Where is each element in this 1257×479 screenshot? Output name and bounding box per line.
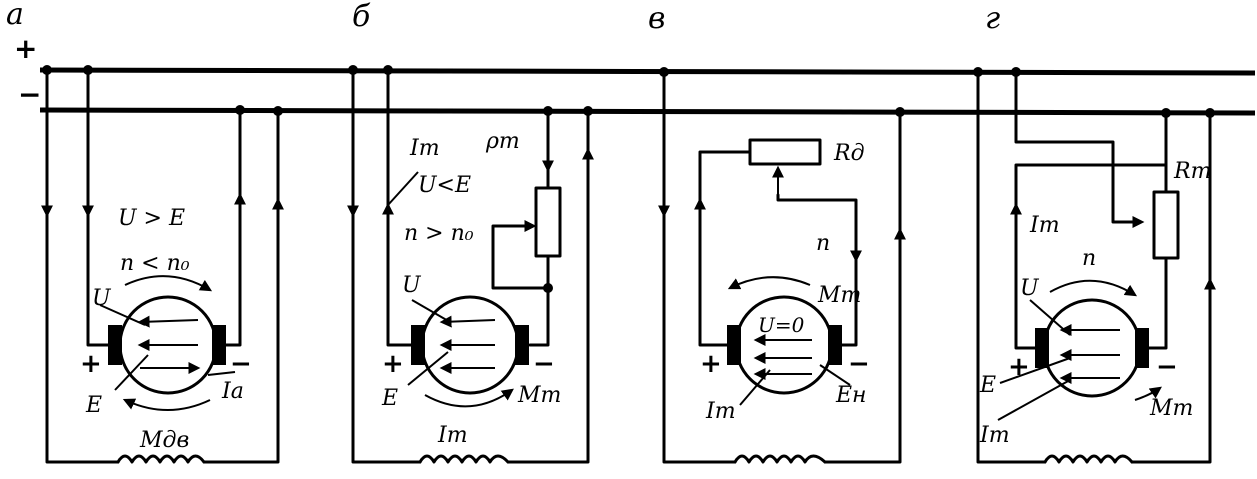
field-winding-v [733,454,827,464]
panel-label-g: г [985,1,1000,36]
minus-bus-sign: − [18,78,41,111]
svg-text:Iт: Iт [1029,213,1060,238]
svg-text:E: E [979,373,996,398]
svg-text:Mт: Mт [517,383,561,408]
svg-text:n: n [1082,246,1096,271]
resistor-rd [748,138,822,166]
svg-text:Mт: Mт [1149,396,1193,421]
field-winding-b [418,454,510,464]
svg-text:n: n [816,231,830,256]
svg-text:Iт: Iт [437,423,468,448]
panel-label-v: в [648,1,665,36]
svg-text:Iт: Iт [705,399,736,424]
braking-resistor-label-g: Rт [1173,159,1211,184]
svg-text:Iт: Iт [409,136,440,161]
panel-a: + − U > E n < n₀ U E Iа Mдв [41,65,284,464]
condition-a-1: U > E [118,206,185,231]
braking-resistor-b [534,186,562,258]
condition-a-2: n < n₀ [120,251,190,276]
braking-resistor-label-b: ρт [485,129,520,154]
panel-g: + − Rт Iт n U E Iт Mт [973,67,1216,464]
svg-text:−: − [533,349,555,379]
svg-text:U: U [92,286,112,311]
panel-label-b: б [352,0,371,34]
svg-text:Mдв: Mдв [139,428,189,453]
machine-g [1042,298,1142,398]
svg-text:E: E [381,386,398,411]
svg-text:+: + [80,349,102,379]
svg-text:Mт: Mт [817,283,861,308]
svg-text:E: E [85,393,102,418]
field-winding-a [116,454,206,464]
plus-bus-sign: + [14,32,37,65]
svg-text:−: − [230,349,252,379]
svg-text:+: + [1008,352,1030,382]
panel-label-a: а [6,0,24,32]
svg-text:+: + [700,349,722,379]
svg-text:U: U [1020,276,1040,301]
condition-b-1: U<E [418,173,471,198]
condition-b-2: n > n₀ [404,221,474,246]
plus-bus-line [39,67,1256,76]
svg-text:−: − [848,349,870,379]
resistor-rd-label: Rд [833,141,865,166]
field-winding-g [1043,454,1134,464]
panel-v: + − Rд n Mт U=0 Iт Eн [658,67,906,464]
svg-text:U: U [402,273,422,298]
minus-bus-line [39,107,1256,116]
svg-text:Iа: Iа [221,379,244,404]
braking-resistor-g [1152,190,1180,260]
svg-text:+: + [382,349,404,379]
svg-text:Eн: Eн [835,383,867,408]
svg-text:−: − [1156,352,1178,382]
voltage-zero-label: U=0 [758,313,805,337]
panel-b: + − Iт ρт U<E n > n₀ U E Mт Iт [347,65,594,464]
machine-v [734,295,834,395]
svg-text:Iт: Iт [979,423,1010,448]
